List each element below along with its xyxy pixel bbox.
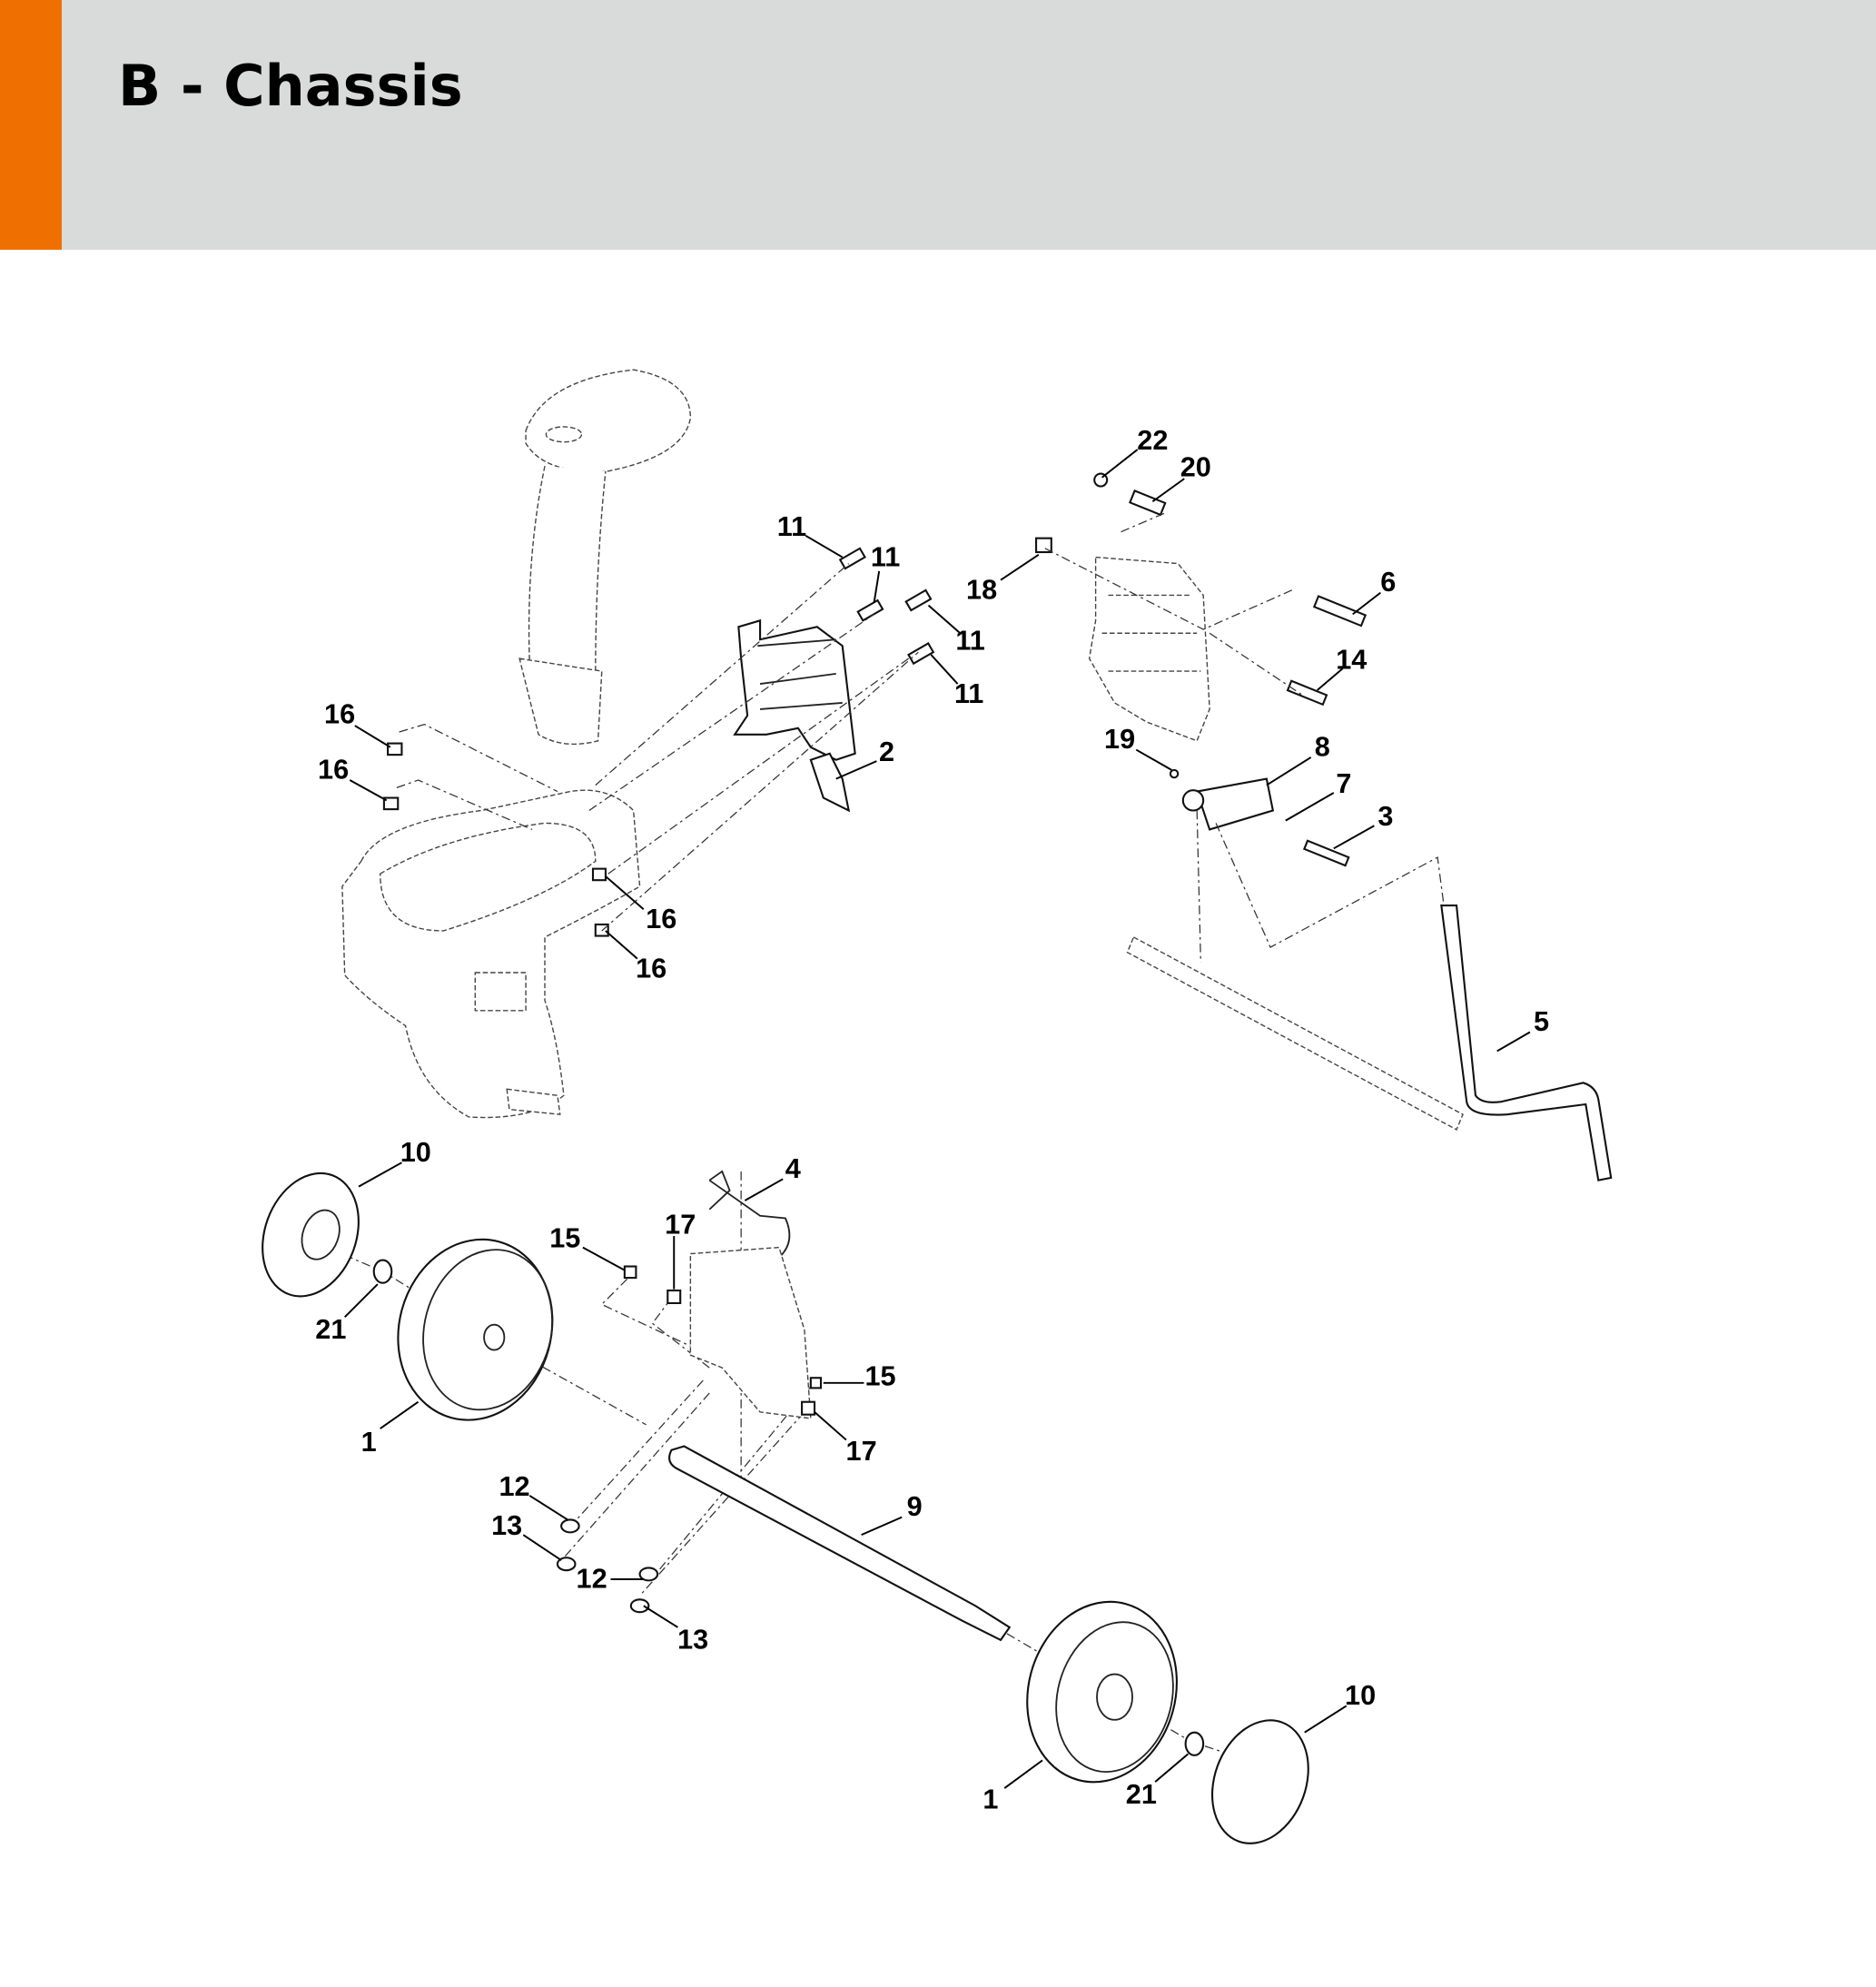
callout-5: 5 [1534, 1006, 1549, 1037]
callout-13: 13 [491, 1510, 522, 1541]
axle-part-9 [668, 1445, 1012, 1642]
callout-22: 22 [1137, 425, 1168, 456]
mid-bracket-ghost [689, 1246, 812, 1419]
callout-11: 11 [955, 625, 984, 656]
callout-11: 11 [871, 541, 900, 572]
callout-16: 16 [636, 954, 666, 984]
latch-bracket-ghost [1088, 556, 1210, 742]
callout-16: 16 [646, 904, 676, 934]
spring-roll [1181, 789, 1205, 812]
callout-10: 10 [400, 1137, 431, 1168]
page-header [0, 0, 1876, 250]
callout-11: 11 [954, 678, 983, 709]
hubcap-part-10-right [1210, 1719, 1309, 1844]
nut-part-15b [809, 1377, 823, 1389]
callout-8: 8 [1315, 732, 1330, 763]
page-title: B - Chassis [118, 53, 463, 119]
nut-part-17 [666, 1289, 682, 1305]
bracket-part-2 [733, 618, 856, 813]
washer-part-21-left [372, 1259, 393, 1284]
callout-9: 9 [907, 1491, 923, 1522]
callout-13: 13 [677, 1625, 708, 1656]
callout-17: 17 [665, 1209, 696, 1240]
hubcap-part-10-left [262, 1171, 360, 1298]
washer-part-21-right [1184, 1731, 1205, 1756]
callout-21: 21 [315, 1314, 346, 1345]
handle-housing-ghost [341, 369, 692, 1119]
callout-numbers: 22 20 11 11 18 6 11 14 11 16 19 8 2 16 7… [315, 425, 1549, 1814]
callout-7: 7 [1336, 768, 1351, 799]
nut-part-15 [623, 1265, 637, 1280]
nut-part-17b [801, 1400, 816, 1416]
header-accent-bar [0, 0, 62, 250]
callout-3: 3 [1377, 801, 1393, 832]
callout-leaders [343, 449, 1531, 1789]
callout-20: 20 [1180, 451, 1211, 482]
callout-4: 4 [785, 1153, 801, 1184]
callout-16: 16 [324, 698, 355, 729]
callout-2: 2 [879, 736, 894, 767]
callout-21: 21 [1126, 1779, 1157, 1810]
carriage-bolts [556, 1518, 659, 1614]
callout-16: 16 [318, 755, 349, 786]
callout-18: 18 [966, 575, 997, 606]
callout-15: 15 [549, 1223, 580, 1254]
callout-14: 14 [1336, 644, 1367, 675]
callout-1: 1 [361, 1427, 377, 1458]
callout-15: 15 [864, 1361, 895, 1392]
handle-rod-part-5 [1440, 905, 1613, 1181]
fasteners [382, 472, 1368, 937]
upper-axle-ghost [1126, 935, 1464, 1131]
callout-10: 10 [1345, 1680, 1376, 1711]
callout-11: 11 [777, 511, 806, 542]
wire-clip-part-4 [708, 1170, 791, 1258]
callout-12: 12 [577, 1564, 607, 1595]
callout-12: 12 [499, 1471, 529, 1502]
latch-part-8 [1195, 777, 1275, 831]
callout-19: 19 [1104, 724, 1135, 755]
wheel-part-1-right [1026, 1600, 1178, 1784]
callout-6: 6 [1380, 567, 1396, 598]
callout-1: 1 [982, 1784, 998, 1814]
callout-17: 17 [846, 1436, 877, 1467]
